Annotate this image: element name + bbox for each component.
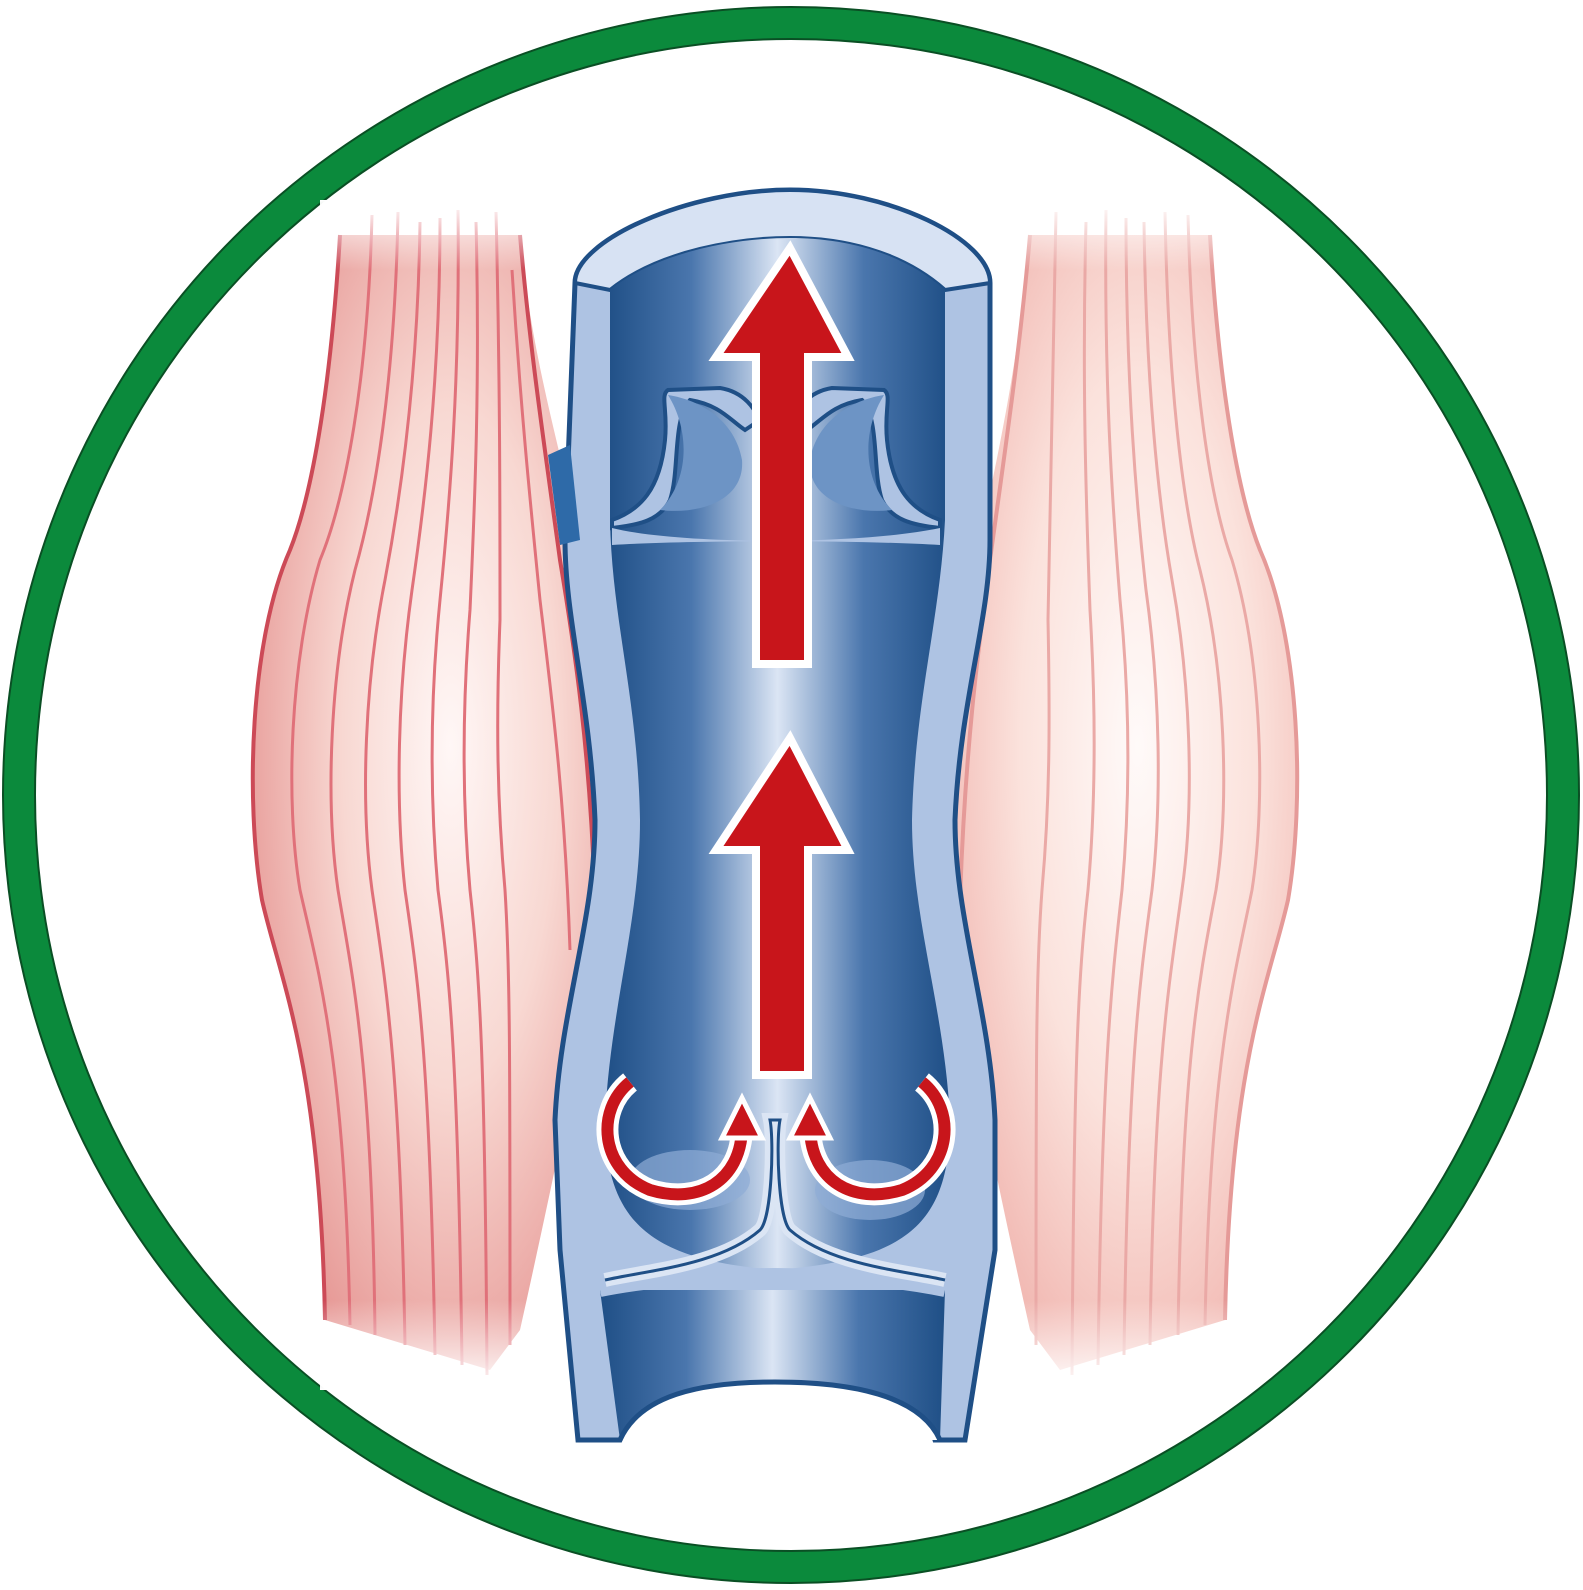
muscle-right (942, 200, 1300, 1390)
arrow-up (708, 730, 855, 1079)
arrow-up (708, 240, 855, 668)
muscle-left (250, 200, 613, 1390)
curved-arrow-left (596, 1073, 767, 1206)
circle-frame-inner (4, 8, 1578, 1582)
valve-open (610, 385, 942, 545)
curved-arrow-right (785, 1073, 956, 1206)
